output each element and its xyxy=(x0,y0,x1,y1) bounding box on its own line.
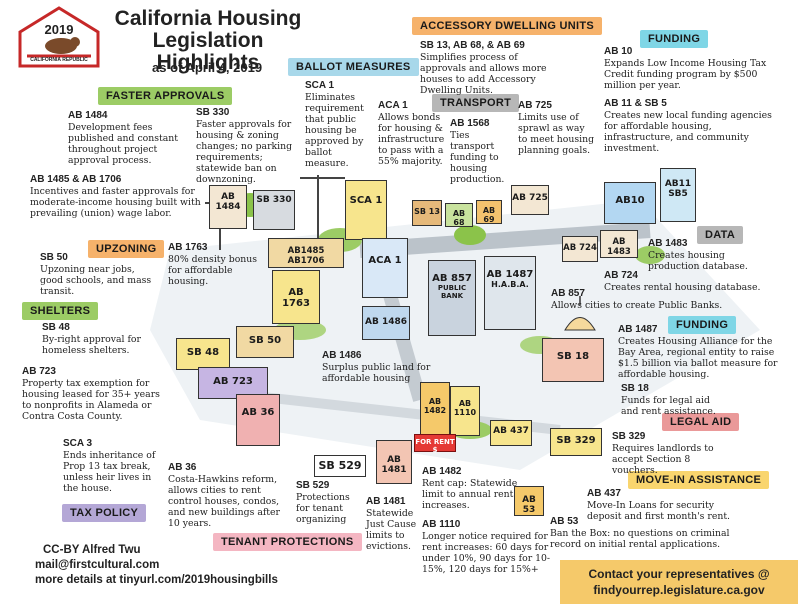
badge-shelters: SHELTERS xyxy=(22,302,99,320)
more-details-link[interactable]: more details at tinyurl.com/2019housingb… xyxy=(35,574,278,586)
bldg-sb18: SB 18 xyxy=(542,338,604,382)
badge-upzoning: UPZONING xyxy=(88,240,165,258)
bldg-ab1485: AB1485 AB1706 xyxy=(268,238,344,268)
contact-box[interactable]: Contact your representatives @ findyourr… xyxy=(560,560,798,604)
badge-adu: ACCESSORY DWELLING UNITS xyxy=(412,17,603,35)
bldg-ab1482: AB 1482 xyxy=(420,382,450,436)
bldg-aca1: ACA 1 xyxy=(362,238,408,298)
bldg-ab69: AB 69 xyxy=(476,200,502,224)
truck-ab437: AB 437 xyxy=(490,420,532,446)
bldg-ab725: AB 725 xyxy=(511,185,549,215)
bldg-ab11-sb5: AB11 SB5 xyxy=(660,168,696,222)
badge-funding-mid: FUNDING xyxy=(668,316,737,334)
bldg-sca1: SCA 1 xyxy=(345,180,387,240)
page-date: as of April 4, 2019 xyxy=(152,60,263,75)
badge-tax-policy: TAX POLICY xyxy=(62,504,147,522)
bldg-sb13: SB 13 xyxy=(412,200,442,226)
badge-data: DATA xyxy=(697,226,744,244)
bldg-ab1763: AB 1763 xyxy=(272,270,320,324)
bldg-sb330: SB 330 xyxy=(253,190,295,230)
badge-funding-top: FUNDING xyxy=(640,30,709,48)
credit-email[interactable]: mail@firstcultural.com xyxy=(35,559,160,571)
bldg-ab1486: AB 1486 xyxy=(362,306,410,340)
badge-transport: TRANSPORT xyxy=(432,94,520,112)
badge-faster-approvals: FASTER APPROVALS xyxy=(98,87,233,105)
bldg-sb50: SB 50 xyxy=(236,326,294,358)
credits: CC-BY Alfred Twu mail@firstcultural.com … xyxy=(35,543,278,588)
badge-ballot-measures: BALLOT MEASURES xyxy=(288,58,419,76)
page-title: California Housing Legislation Highlight… xyxy=(114,7,302,74)
bldg-ab1483: AB 1483 xyxy=(600,230,638,258)
sign-sb529: SB 529 xyxy=(314,455,366,477)
badge-move-in: MOVE-IN ASSISTANCE xyxy=(628,471,770,489)
bldg-ab10: AB10 xyxy=(604,182,656,224)
bldg-ab724: AB 724 xyxy=(562,236,598,262)
bldg-ab1110: AB 1110 xyxy=(450,386,480,436)
bldg-ab68: AB 68 xyxy=(445,203,473,227)
truck-sb329: SB 329 xyxy=(550,428,602,456)
bldg-ab723: AB 723 xyxy=(198,367,268,399)
bldg-sb48: SB 48 xyxy=(176,338,230,370)
bldg-ab1484: AB 1484 xyxy=(209,185,247,229)
box-ab53: AB 53 xyxy=(514,486,544,516)
sign-for-rent: FOR RENT $ xyxy=(414,434,456,454)
credit-author: CC-BY Alfred Twu xyxy=(43,544,141,556)
badge-legal-aid: LEGAL AID xyxy=(662,413,740,431)
logo-text: CALIFORNIA REPUBLIC xyxy=(30,57,88,63)
bldg-ab36: AB 36 xyxy=(236,394,280,446)
state-logo: 2019 CALIFORNIA REPUBLIC xyxy=(17,6,101,68)
badge-tenant-protections: TENANT PROTECTIONS xyxy=(213,533,362,551)
logo-year: 2019 xyxy=(44,22,74,37)
bldg-ab1481: AB 1481 xyxy=(376,440,412,484)
